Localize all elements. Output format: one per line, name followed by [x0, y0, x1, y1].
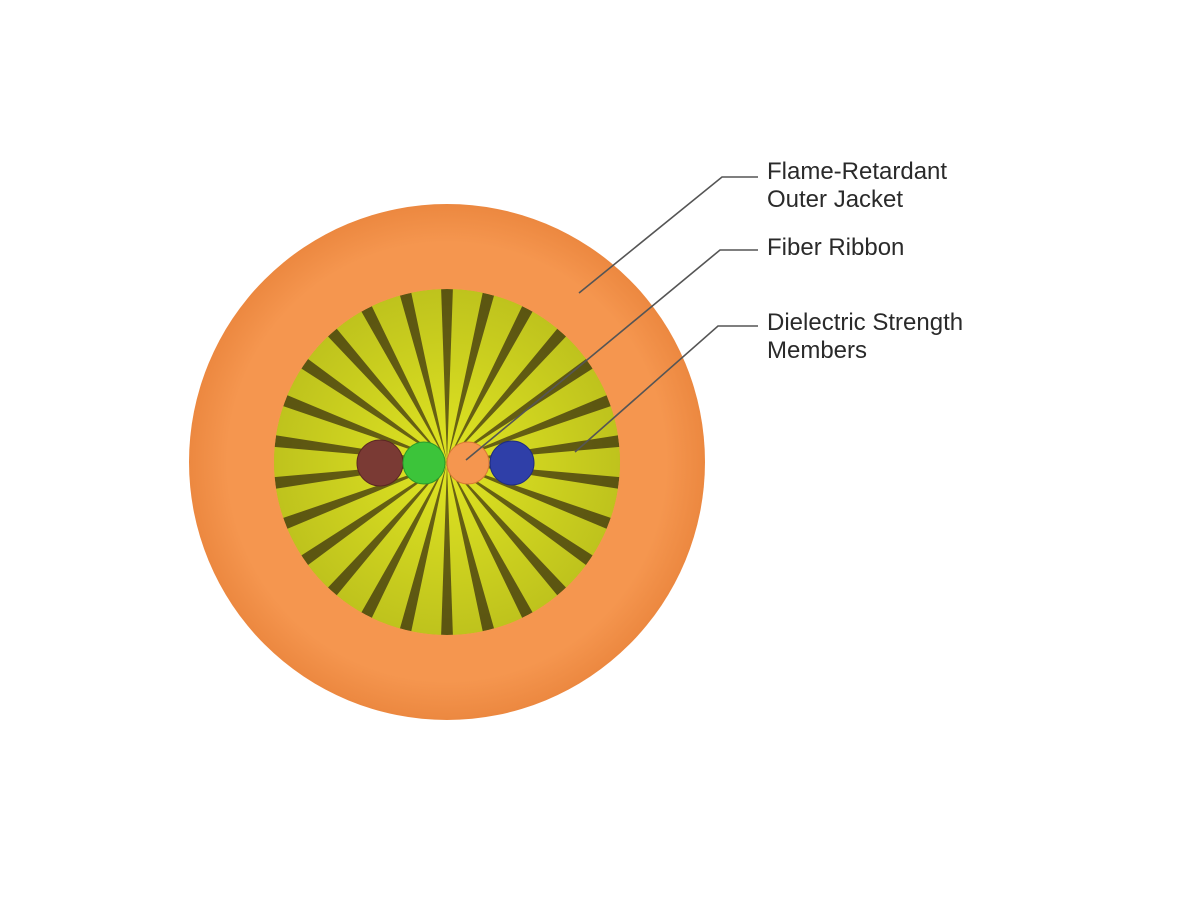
jacket-leader-line: [578, 176, 758, 294]
ribbon-leader-line: [465, 249, 758, 461]
fiber-brown: [356, 439, 404, 487]
fiber-green: [402, 441, 446, 485]
fiber-orange: [446, 441, 490, 485]
jacket-label: Flame-Retardant Outer Jacket: [767, 158, 948, 213]
ribbon-label: Fiber Ribbon: [767, 234, 905, 261]
strength-members: [274, 289, 620, 635]
strength-leader-line: [574, 325, 758, 453]
strength-label: Dielectric Strength Members: [767, 309, 964, 364]
fiber-blue: [489, 440, 535, 486]
